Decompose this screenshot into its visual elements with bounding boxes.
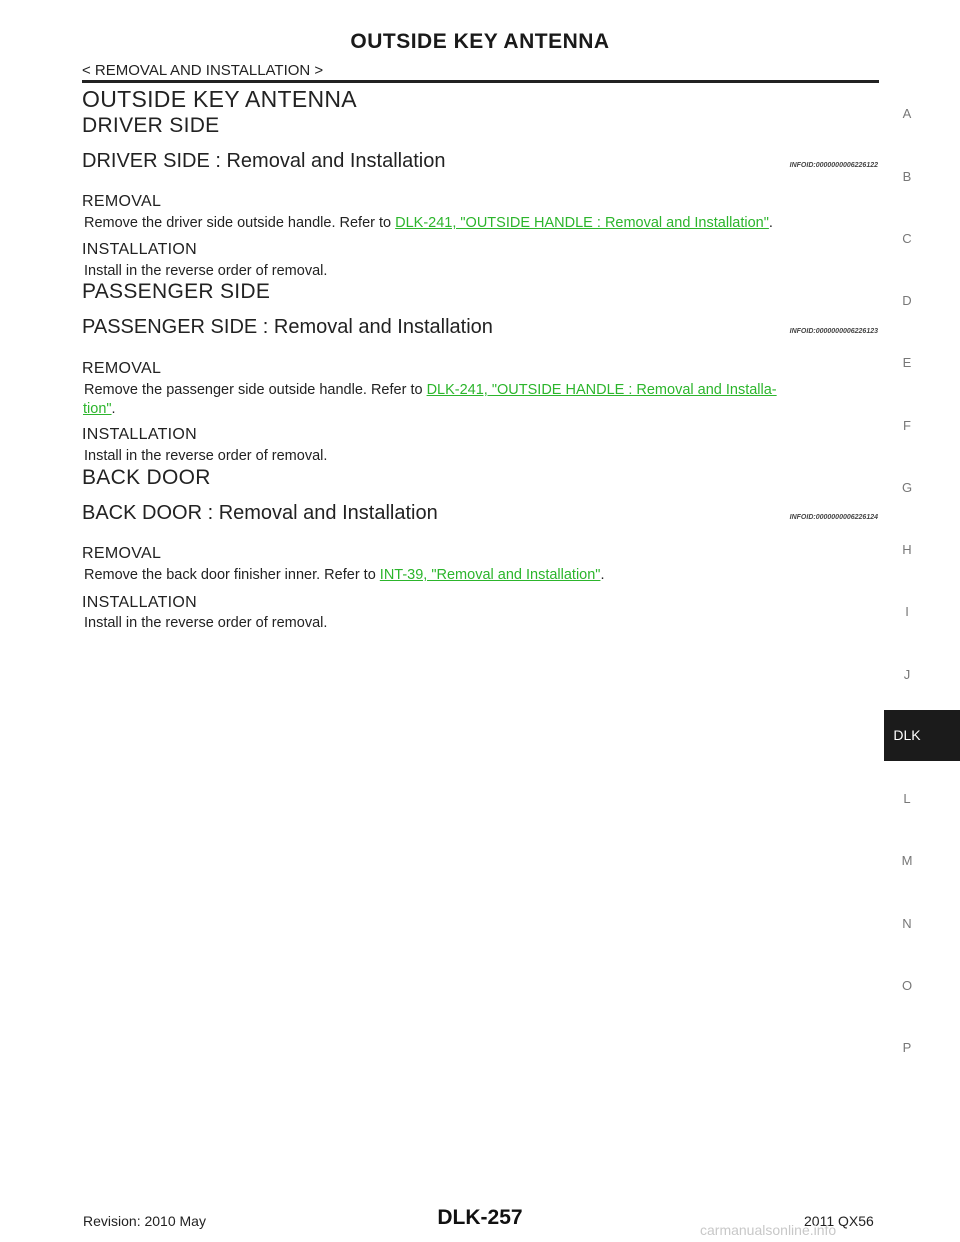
side-index-p[interactable]: P — [902, 1040, 912, 1055]
info-id: INFOID:0000000006226123 — [789, 328, 878, 335]
installation-text: Install in the reverse order of removal. — [84, 448, 328, 464]
reference-link-dlk-241-line1[interactable]: DLK-241, "OUTSIDE HANDLE : Removal and I… — [426, 382, 777, 398]
installation-text: Install in the reverse order of removal. — [84, 615, 328, 631]
info-id: INFOID:0000000006226124 — [789, 514, 878, 521]
side-index-dlk[interactable]: DLK — [893, 727, 921, 743]
page-title: OUTSIDE KEY ANTENNA — [82, 86, 357, 112]
header-divider — [82, 80, 879, 83]
section-heading-driver-side: DRIVER SIDE — [82, 114, 220, 137]
removal-label: REMOVAL — [82, 545, 162, 562]
removal-label: REMOVAL — [82, 193, 162, 210]
side-index-active-tab[interactable] — [884, 710, 960, 761]
side-index-g[interactable]: G — [901, 480, 913, 495]
removal-text: Remove the back door finisher inner. Ref… — [84, 566, 884, 585]
side-index-o[interactable]: O — [901, 978, 913, 993]
side-index-i[interactable]: I — [905, 604, 909, 619]
removal-text: Remove the passenger side outside handle… — [84, 381, 884, 400]
removal-text: Remove the driver side outside handle. R… — [84, 214, 884, 233]
watermark: carmanualsonline.info — [700, 1222, 837, 1238]
removal-text-continued: tion". — [83, 400, 883, 419]
removal-text-after: . — [111, 401, 116, 417]
installation-text: Install in the reverse order of removal. — [84, 263, 328, 279]
page-header-title: OUTSIDE KEY ANTENNA — [350, 30, 610, 53]
installation-label: INSTALLATION — [82, 241, 198, 258]
installation-label: INSTALLATION — [82, 426, 198, 443]
side-index-l[interactable]: L — [903, 791, 911, 806]
reference-link-dlk-241-line2[interactable]: tion" — [83, 401, 112, 417]
side-index-m[interactable]: M — [901, 853, 913, 868]
side-index-h[interactable]: H — [902, 542, 912, 557]
side-index-b[interactable]: B — [902, 169, 912, 184]
side-index-c[interactable]: C — [902, 231, 912, 246]
removal-text-before: Remove the back door finisher inner. Ref… — [84, 567, 380, 583]
info-id: INFOID:0000000006226122 — [789, 162, 878, 169]
removal-text-after: . — [600, 567, 605, 583]
side-index-d[interactable]: D — [902, 293, 912, 308]
section-heading-back-door: BACK DOOR — [82, 466, 211, 489]
footer-revision: Revision: 2010 May — [83, 1213, 206, 1229]
side-index-n[interactable]: N — [902, 916, 912, 931]
reference-link-dlk-241[interactable]: DLK-241, "OUTSIDE HANDLE : Removal and I… — [395, 215, 769, 231]
removal-text-after: . — [768, 215, 773, 231]
side-index-a[interactable]: A — [902, 106, 912, 121]
subsection-heading-back-door: BACK DOOR : Removal and Installation — [82, 502, 438, 524]
side-index-j[interactable]: J — [903, 667, 911, 682]
footer-model: 2011 QX56 — [804, 1213, 874, 1229]
section-heading-passenger-side: PASSENGER SIDE — [82, 280, 271, 303]
subsection-heading-driver-side: DRIVER SIDE : Removal and Installation — [82, 150, 446, 172]
side-index-e[interactable]: E — [902, 355, 912, 370]
footer-page-number: DLK-257 — [437, 1206, 523, 1229]
reference-link-int-39[interactable]: INT-39, "Removal and Installation" — [379, 567, 601, 583]
installation-label: INSTALLATION — [82, 594, 198, 611]
side-index-f[interactable]: F — [903, 418, 911, 433]
subsection-heading-passenger-side: PASSENGER SIDE : Removal and Installatio… — [82, 316, 493, 338]
removal-text-before: Remove the passenger side outside handle… — [84, 382, 427, 398]
breadcrumb: < REMOVAL AND INSTALLATION > — [82, 62, 324, 79]
removal-text-before: Remove the driver side outside handle. R… — [84, 215, 396, 231]
removal-label: REMOVAL — [82, 360, 162, 377]
